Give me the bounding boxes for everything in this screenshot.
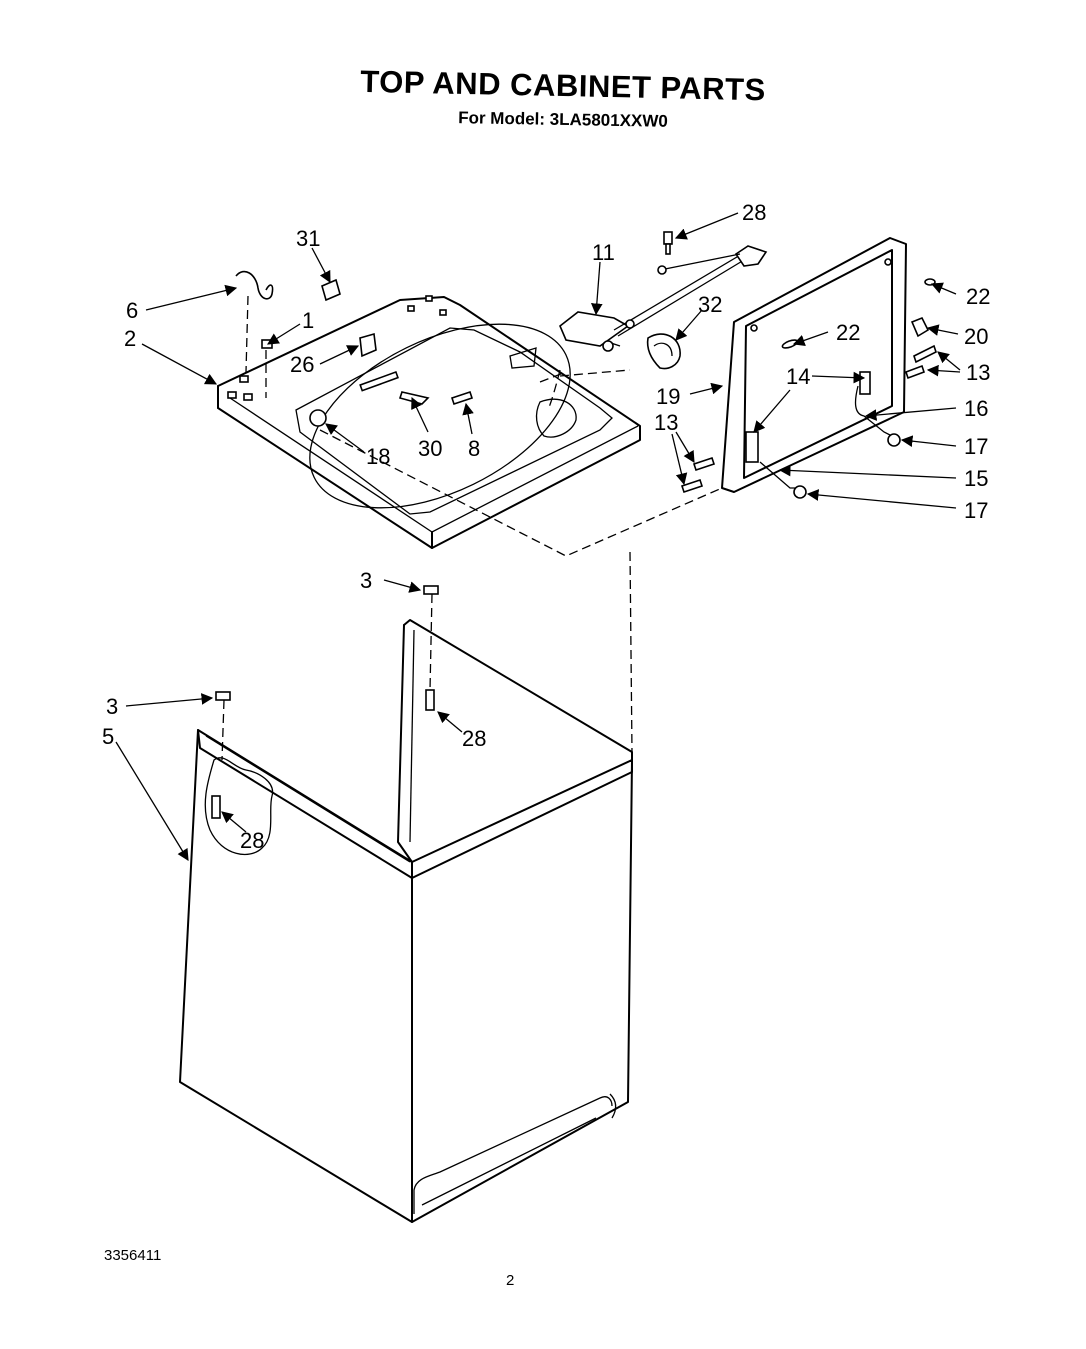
callout-1: 1 (302, 308, 314, 333)
callout-28b: 28 (462, 726, 486, 751)
callout-28c: 28 (240, 828, 264, 853)
screw-part-8 (450, 390, 474, 406)
clip-part (321, 278, 341, 302)
callout-14: 14 (786, 364, 810, 389)
callout-30: 30 (418, 436, 442, 461)
callout-3b: 3 (106, 694, 118, 719)
cap-part (646, 333, 681, 370)
callout-13b: 13 (654, 410, 678, 435)
leader-lines (115, 212, 961, 861)
callout-17b: 17 (964, 498, 988, 523)
screw-part (663, 231, 673, 255)
top-panel-part (217, 295, 641, 549)
callout-13: 13 (966, 360, 990, 385)
callout-3: 3 (360, 568, 372, 593)
callout-2: 2 (124, 326, 136, 351)
callout-20: 20 (964, 324, 988, 349)
callout-11: 11 (592, 240, 615, 265)
callout-labels: 28 31 11 32 6 1 2 26 22 22 20 14 13 19 1… (102, 200, 990, 853)
callout-22b: 22 (836, 320, 860, 345)
document-number: 3356411 (104, 1247, 162, 1264)
callout-8: 8 (468, 436, 480, 461)
cabinet-part (179, 619, 633, 1223)
callout-26: 26 (290, 352, 314, 377)
clip-part-3 (423, 585, 439, 595)
callout-16: 16 (964, 396, 988, 421)
clip-part-3b (215, 691, 231, 701)
callout-6: 6 (126, 298, 138, 323)
assembly-lines (221, 295, 723, 761)
callout-22: 22 (966, 284, 990, 309)
callout-32: 32 (698, 292, 722, 317)
callout-31: 31 (296, 226, 320, 251)
screw-part-28 (425, 689, 435, 711)
callout-28: 28 (742, 200, 766, 225)
callout-18: 18 (366, 444, 390, 469)
page-number: 2 (506, 1272, 515, 1289)
callout-19: 19 (656, 384, 680, 409)
callout-17: 17 (964, 434, 988, 459)
callout-15: 15 (964, 466, 988, 491)
bumper-part (359, 332, 377, 358)
pressure-switch-part (559, 245, 768, 352)
nut-part (261, 339, 273, 349)
clip-part-6 (235, 270, 274, 300)
callout-5: 5 (102, 724, 114, 749)
